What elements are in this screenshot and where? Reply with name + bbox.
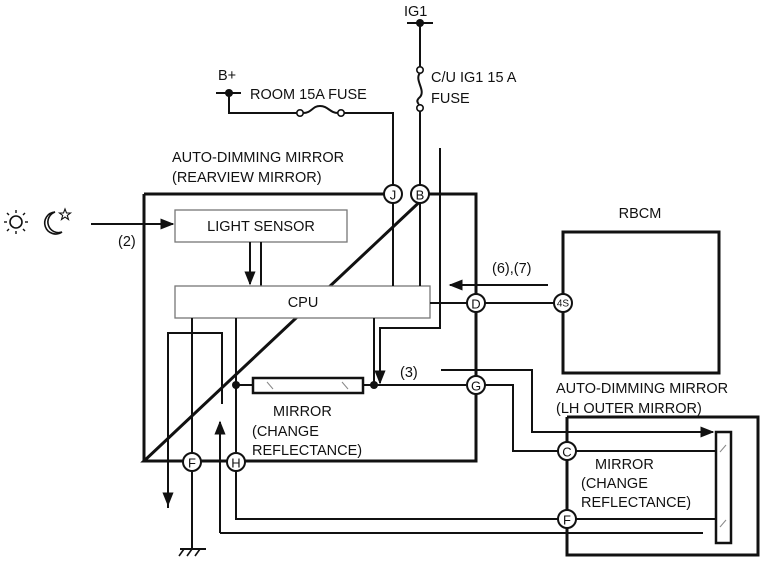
rbcm-label: RBCM (619, 206, 662, 222)
terminal-h: H (226, 452, 246, 472)
outer-mirror-title-1: AUTO-DIMMING MIRROR (556, 381, 728, 397)
outer-mirror-label-2: (CHANGE (581, 476, 648, 492)
svg-text:F: F (188, 456, 196, 471)
svg-text:F: F (563, 513, 571, 528)
outer-mirror-label-1: MIRROR (595, 457, 654, 473)
light-sensor-label: LIGHT SENSOR (207, 219, 315, 235)
cu-fuse-label-2: FUSE (431, 91, 470, 107)
svg-text:J: J (390, 188, 397, 203)
ground-icon (178, 548, 206, 557)
cpu-label: CPU (288, 295, 319, 311)
moon-star-icon (43, 207, 73, 235)
svg-text:H: H (231, 456, 240, 471)
rearview-mirror-label-3: REFLECTANCE) (252, 443, 362, 459)
terminal-b: B (410, 184, 430, 204)
terminal-f-outer: F (557, 509, 577, 529)
rearview-mirror-label-2: (CHANGE (252, 424, 319, 440)
ig1-label: IG1 (404, 4, 427, 20)
svg-text:D: D (471, 297, 480, 312)
signal-label-6-7: (6),(7) (492, 261, 531, 277)
outer-mirror-element (714, 430, 733, 545)
terminal-g: G (466, 375, 486, 395)
junction-dot (370, 381, 378, 389)
svg-text:G: G (471, 379, 481, 394)
bplus-label: B+ (218, 68, 236, 84)
ig1-source: IG1 (404, 4, 433, 67)
terminal-c: C (557, 441, 577, 461)
svg-text:B: B (416, 188, 425, 203)
cpu-box (174, 285, 431, 319)
svg-text:C: C (562, 445, 571, 460)
terminal-f: F (182, 452, 202, 472)
outer-mirror-title-2: (LH OUTER MIRROR) (556, 401, 702, 417)
room-fuse-label: ROOM 15A FUSE (250, 87, 367, 103)
light-sensor-box (174, 209, 348, 243)
svg-text:4S: 4S (557, 299, 570, 310)
rearview-title-2: (REARVIEW MIRROR) (172, 170, 322, 186)
signal-label-2: (2) (118, 234, 136, 250)
rearview-title-1: AUTO-DIMMING MIRROR (172, 150, 344, 166)
terminal-4s: 4S (553, 293, 573, 313)
signal-label-3: (3) (400, 365, 418, 381)
cu-ig1-fuse: C/U IG1 15 A FUSE (415, 66, 517, 113)
bplus-source: B+ ROOM 15A FUSE (216, 68, 367, 114)
cu-fuse-label-1: C/U IG1 15 A (431, 70, 517, 86)
rbcm-box (561, 230, 721, 375)
terminal-d: D (466, 293, 486, 313)
rearview-mirror-label-1: MIRROR (273, 404, 332, 420)
terminal-j: J (383, 184, 403, 204)
sun-icon (4, 210, 28, 234)
junction-dot (232, 381, 240, 389)
outer-mirror-label-3: REFLECTANCE) (581, 495, 691, 511)
room-fuse (295, 104, 394, 186)
